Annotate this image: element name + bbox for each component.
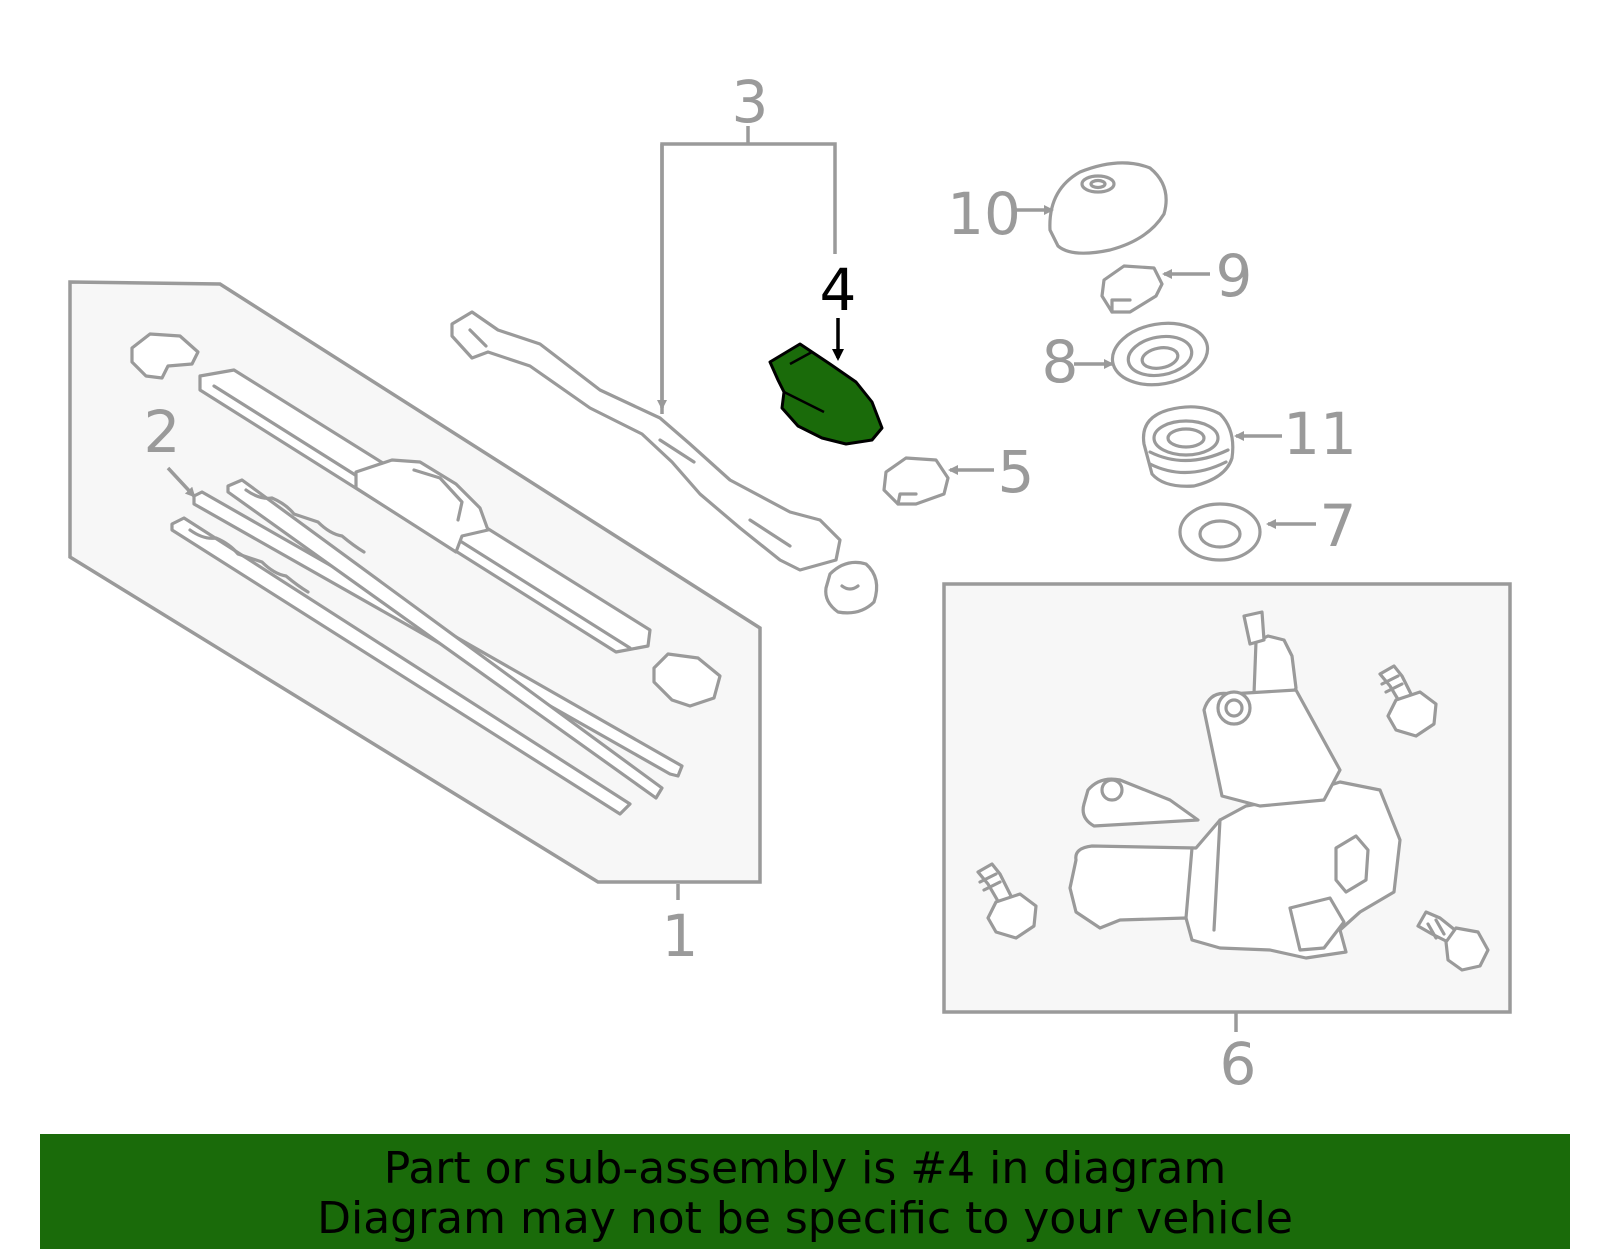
blade-clip-top [130, 332, 200, 380]
callout-7: 7 [1320, 492, 1357, 560]
callout-5: 5 [998, 438, 1035, 506]
washer-part-7 [1178, 502, 1262, 562]
callout-6: 6 [1220, 1030, 1257, 1098]
wiper-refill-strip-lower [170, 516, 632, 816]
hex-nut-part-5 [882, 456, 950, 506]
wiper-refill-strip-middle [226, 478, 664, 800]
washer-part-8 [1110, 321, 1210, 387]
motor-bolt-top-right [1378, 664, 1438, 738]
callout-8: 8 [1042, 328, 1079, 396]
wiper-arm-body [450, 310, 842, 572]
blade-clip-bottom [652, 652, 722, 708]
banner-line-1: Part or sub-assembly is #4 in diagram [383, 1143, 1227, 1194]
callout-10: 10 [947, 180, 1021, 248]
wiper-arm [450, 310, 879, 615]
highlighted-part-4 [768, 342, 884, 446]
blade-adapter [354, 458, 490, 554]
grommet-part-11 [1141, 405, 1235, 488]
leader-2 [166, 466, 196, 498]
callout-4: 4 [820, 256, 857, 324]
part-info-banner: Part or sub-assembly is #4 in diagram Di… [40, 1134, 1570, 1249]
cap-part-10 [1048, 161, 1168, 255]
callout-2: 2 [144, 398, 181, 466]
callout-3: 3 [732, 68, 769, 136]
motor-connector [1334, 834, 1370, 894]
motor-bolt-left [976, 862, 1038, 940]
callout-9: 9 [1216, 242, 1253, 310]
wiper-blade-assembly-group [68, 280, 762, 884]
callout-1: 1 [662, 902, 699, 970]
part-4-shape [768, 342, 884, 446]
callout-11: 11 [1283, 400, 1357, 468]
wiper-motor-group [942, 582, 1512, 1014]
banner-line-2: Diagram may not be specific to your vehi… [317, 1193, 1293, 1244]
motor-bolt-bottom-right [1416, 910, 1490, 972]
